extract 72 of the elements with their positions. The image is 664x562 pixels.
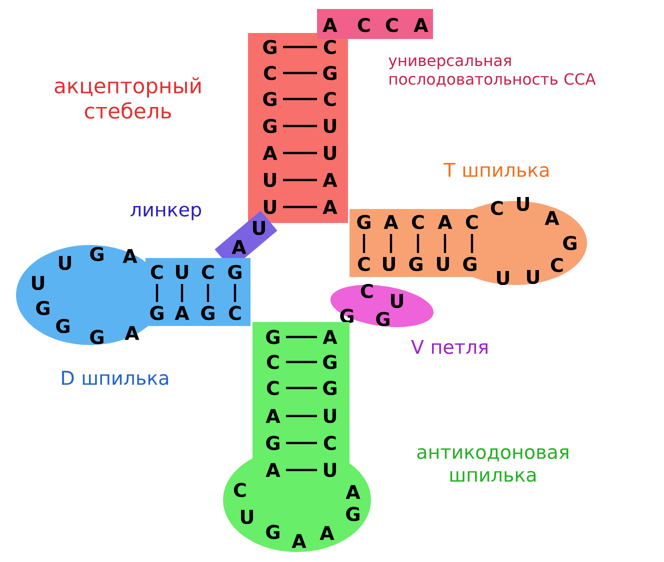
- base-letter: A: [292, 534, 306, 548]
- base-letter: U: [32, 276, 44, 290]
- structure-label: V петля: [411, 340, 488, 354]
- base-letter: G: [357, 214, 370, 230]
- base-letter: A: [266, 409, 280, 423]
- base-letter: C: [360, 284, 373, 298]
- structure-label: акцепторный стебель: [54, 77, 201, 119]
- base-letter: U: [383, 256, 395, 272]
- base-letter: G: [90, 330, 104, 344]
- base-letter: A: [322, 18, 338, 32]
- structure-label: линкер: [130, 206, 202, 220]
- base-letter: C: [202, 264, 214, 280]
- base-letter: G: [409, 256, 422, 272]
- base-letter: U: [241, 510, 253, 524]
- base-letter: A: [322, 330, 338, 344]
- base-letter: U: [264, 172, 276, 188]
- base-letter: G: [150, 306, 164, 320]
- base-letter: G: [263, 118, 276, 134]
- base-letter: U: [59, 256, 71, 270]
- structure-label: универсальная послодоватольность CCA: [388, 57, 596, 87]
- base-letter: C: [324, 436, 336, 450]
- base-letter: A: [232, 240, 246, 254]
- base-letter: C: [150, 264, 163, 280]
- base-letter: U: [324, 146, 336, 160]
- base-letter: G: [323, 354, 336, 370]
- base-letter: G: [201, 306, 214, 320]
- base-letter: G: [36, 300, 50, 316]
- base-letter: A: [346, 485, 360, 499]
- base-letter: G: [228, 264, 242, 280]
- base-letter: G: [346, 506, 360, 522]
- base-letter: U: [176, 264, 188, 280]
- base-letter: C: [264, 66, 276, 80]
- structure-label: D шпилька: [62, 370, 168, 386]
- base-letter: U: [324, 118, 336, 134]
- base-letter: A: [414, 18, 428, 32]
- base-letter: C: [386, 18, 398, 32]
- base-letter: A: [322, 200, 338, 214]
- base-letter: U: [324, 462, 336, 478]
- base-letter: U: [324, 408, 336, 424]
- base-letter: A: [122, 249, 138, 263]
- base-letter: A: [384, 215, 398, 229]
- base-letter: G: [266, 436, 280, 450]
- base-letter: G: [263, 40, 276, 54]
- base-letter: C: [266, 380, 279, 396]
- base-letter: C: [234, 482, 246, 498]
- base-letter: G: [263, 92, 276, 106]
- base-letter: G: [376, 312, 390, 326]
- base-letter: G: [56, 318, 70, 334]
- base-letter: A: [266, 463, 280, 477]
- base-letter: G: [266, 330, 280, 344]
- base-letter: C: [324, 40, 336, 54]
- base-letter: A: [262, 146, 278, 160]
- base-letter: A: [322, 173, 338, 187]
- base-letter: G: [323, 66, 336, 80]
- base-letter: C: [324, 92, 336, 106]
- base-letter: G: [266, 524, 280, 540]
- base-letter: A: [124, 326, 140, 340]
- base-letter: G: [90, 246, 104, 262]
- base-letter: G: [323, 380, 336, 396]
- structure-label: Т шпилька: [444, 162, 549, 178]
- base-letter: C: [266, 354, 279, 370]
- base-letter: A: [174, 306, 190, 320]
- base-letter: G: [340, 308, 354, 324]
- base-letter: U: [253, 220, 265, 236]
- base-letter: C: [228, 306, 241, 320]
- base-letter: C: [358, 256, 370, 272]
- base-letter: U: [391, 294, 403, 308]
- base-letter: A: [320, 526, 334, 540]
- structure-label: антикодоновая шпилька: [417, 448, 568, 482]
- base-letter: C: [412, 214, 424, 230]
- base-letter: C: [358, 18, 370, 32]
- base-letter: U: [264, 200, 276, 214]
